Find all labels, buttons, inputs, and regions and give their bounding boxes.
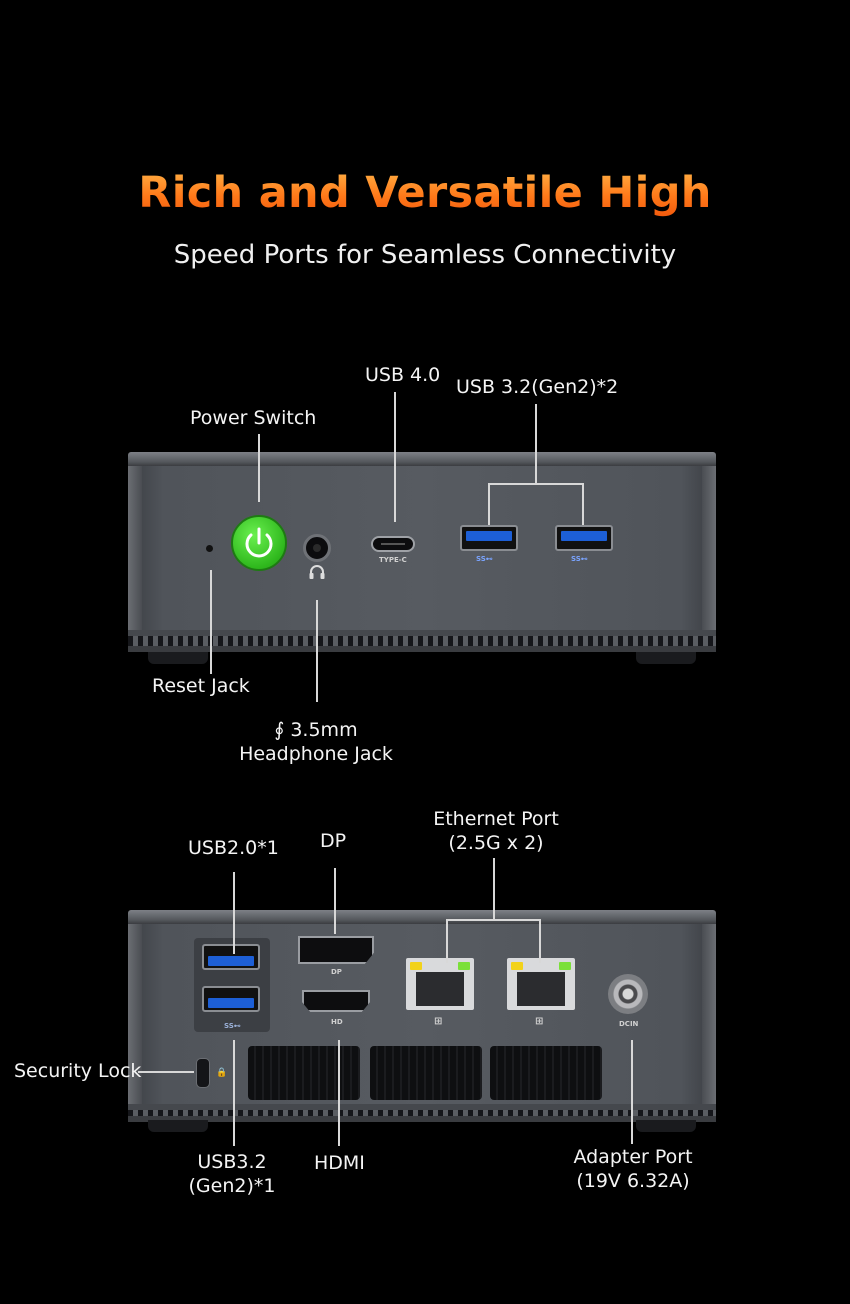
security-lock-slot [196,1058,210,1088]
headphone-icon [309,565,325,579]
ethernet-label-line1: Ethernet Port [433,808,559,830]
hdmi-label: HDMI [314,1152,365,1174]
power-icon [245,527,273,558]
ethernet-label-line2: (2.5G x 2) [448,832,544,854]
dp-callout-line [334,868,336,934]
type-c-label: TYPE-C [379,556,407,564]
power-switch-button [231,515,287,571]
ethernet-callout-left [446,919,448,963]
ethernet-port-2 [507,958,575,1010]
adapter-label-line2: (19V 6.32A) [576,1170,690,1192]
reset-hole-icon [206,545,213,552]
security-lock-label: Security Lock [14,1060,142,1082]
lan-icon-2: ⊞ [535,1016,544,1027]
dp-port-label: DP [331,968,342,976]
lock-icon: 🔒 [216,1068,228,1078]
page-title: Rich and Versatile High [0,168,850,218]
usb32-rear-label-line2: (Gen2)*1 [188,1175,276,1197]
usb20-label: USB2.0*1 [188,837,279,859]
reset-callout-line [210,570,212,674]
page-subtitle: Speed Ports for Seamless Connectivity [173,240,677,270]
usb32-callout-bar [488,483,584,485]
usb4-callout-line [394,392,396,522]
usb-a-port-1 [460,525,518,551]
security-lock-callout-line [138,1071,194,1073]
reset-jack-label: Reset Jack [152,675,250,697]
vent-3 [490,1046,602,1100]
usb32-callout-right [582,483,584,525]
hdmi-callout-line [338,1040,340,1146]
headphone-label-line2: Headphone Jack [239,743,393,765]
ss-label-2: SS⊷ [571,555,588,563]
headphone-callout-line [316,600,318,702]
usb32-callout-stem [535,404,537,484]
usb20-port [202,944,260,970]
headphone-label-line1: ∮ 3.5mm [274,719,358,741]
usb20-callout-line [233,872,235,954]
ss-label-1: SS⊷ [476,555,493,563]
usb-c-port [371,536,415,552]
hdmi-port [302,990,370,1012]
vent-1 [248,1046,360,1100]
rear-ss-label: SS⊷ [224,1022,241,1030]
usb32-port [202,986,260,1012]
front-device-image: TYPE-C SS⊷ SS⊷ [128,452,716,672]
power-callout-line [258,434,260,502]
hd-port-label: HD [331,1018,343,1026]
vent-2 [370,1046,482,1100]
usb32-rear-callout-line [233,1040,235,1146]
adapter-label-line1: Adapter Port [573,1146,693,1168]
usb32-callout-left [488,483,490,525]
dc-in-port [608,974,648,1014]
usb-a-port-2 [555,525,613,551]
usb32-rear-label-line1: USB3.2 [197,1151,267,1173]
headphone-jack-port [303,534,331,562]
rear-device-image: SS⊷ DP HD ⊞ ⊞ DCIN 🔒 [128,910,716,1134]
lan-icon-1: ⊞ [434,1016,443,1027]
displayport-port [298,936,374,964]
ethernet-callout-stem [493,858,495,920]
dp-label: DP [320,830,347,852]
usb32-x2-label: USB 3.2(Gen2)*2 [456,376,619,398]
adapter-callout-line [631,1040,633,1144]
ethernet-port-1 [406,958,474,1010]
ethernet-callout-bar [446,919,541,921]
usb4-label: USB 4.0 [365,364,441,386]
dcin-label: DCIN [619,1020,639,1028]
power-switch-label: Power Switch [190,407,317,429]
ethernet-callout-right [539,919,541,963]
